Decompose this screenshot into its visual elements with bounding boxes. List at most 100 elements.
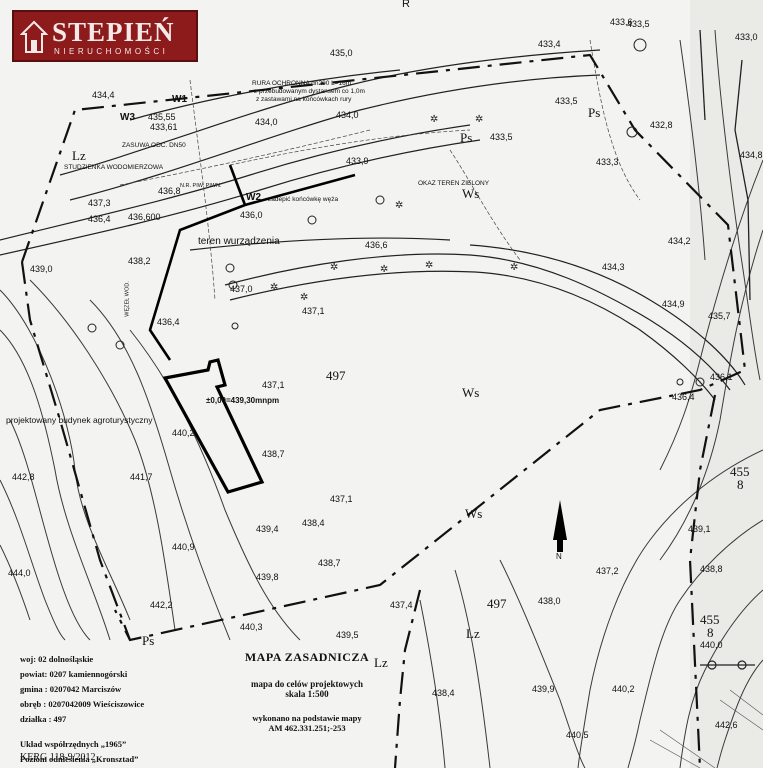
parcel-boundary <box>20 53 747 768</box>
height-label: 438,4 <box>432 688 455 698</box>
annotation: ZASUWA ODC. DN50 <box>122 142 186 149</box>
point-label: W3 <box>120 112 135 123</box>
svg-text:✲: ✲ <box>510 262 518 273</box>
parcel-info: woj: 02 dolnośląskie powiat: 0207 kamien… <box>20 652 144 767</box>
height-label: 435,7 <box>708 311 731 321</box>
height-label: 438,7 <box>262 449 285 459</box>
annotation: z przebudowanym dystansem co 1,0m <box>254 88 365 95</box>
height-label: 437,0 <box>230 284 253 294</box>
info-coordinate-system: Układ współrzędnych „1965” <box>20 739 127 749</box>
height-label: 439,8 <box>256 572 279 582</box>
height-label: 440,5 <box>566 730 589 740</box>
annotation: teren wurządzenia <box>198 236 280 247</box>
height-label: 433,6 <box>610 17 633 27</box>
height-label: 434,0 <box>255 117 278 127</box>
annotation: projektowany budynek agroturystyczny <box>6 415 153 425</box>
map-purpose: mapa do celów projektowych <box>250 679 364 689</box>
height-label: 439,4 <box>256 524 279 534</box>
height-label: 438,4 <box>302 518 325 528</box>
height-label: 437,3 <box>88 198 111 208</box>
height-label: 437,2 <box>596 566 619 576</box>
height-label: 436,6 <box>365 240 388 250</box>
height-label: 442,8 <box>12 472 35 482</box>
contour-lines-east <box>419 29 763 768</box>
annotation: OKAZ TEREN ZIELONY <box>418 180 490 187</box>
height-label: 441,7 <box>130 472 153 482</box>
height-label: 436,1 <box>710 372 733 382</box>
brand-tagline: NIERUCHOMOŚCI <box>54 47 169 56</box>
land-use-label: Ws <box>465 506 483 521</box>
height-label: 436,4 <box>157 317 180 327</box>
height-label: 437,4 <box>390 600 413 610</box>
parcel-number: 455 <box>730 464 750 479</box>
height-label: 433,61 <box>150 122 178 132</box>
land-use-label: Ps <box>142 633 155 648</box>
info-height-datum: Poziom odniesienia „Kronsztad” <box>20 754 139 764</box>
info-plot: działka : 497 <box>20 714 67 724</box>
height-label: 433,5 <box>555 96 578 106</box>
annotation: z zastawami na końcówkach rury <box>256 96 352 103</box>
height-label: 433,5 <box>490 132 513 142</box>
height-label: 442,6 <box>715 720 738 730</box>
height-label: 436,4 <box>672 392 695 402</box>
info-county: powiat: 0207 kamiennogórski <box>20 669 128 679</box>
svg-text:✲: ✲ <box>330 262 338 273</box>
map-basis: wykonano na podstawie mapy <box>252 713 362 723</box>
height-label: 436,4 <box>88 214 111 224</box>
height-label: 440,2 <box>612 684 635 694</box>
height-label: 433,4 <box>538 39 561 49</box>
land-use-label: Lz <box>72 148 86 163</box>
height-label: 438,8 <box>700 564 723 574</box>
top-letter: R <box>402 0 410 10</box>
legend-symbol <box>700 660 755 670</box>
land-use-label: Lz <box>374 655 388 670</box>
height-label: 433,9 <box>346 156 369 166</box>
height-label: 433,5 <box>627 19 650 29</box>
svg-text:✲: ✲ <box>430 114 438 125</box>
map-sheet: AM 462.331.251;-253 <box>268 723 346 733</box>
height-label: 434,0 <box>336 110 359 120</box>
height-label: 438,7 <box>318 558 341 568</box>
height-label: 439,1 <box>688 524 711 534</box>
height-label: 434,2 <box>668 236 691 246</box>
map-scale: skala 1:500 <box>285 689 329 699</box>
water-connection <box>148 164 356 361</box>
building-outline <box>162 358 265 494</box>
height-label: 439,0 <box>30 264 53 274</box>
height-label: 433,3 <box>596 157 619 167</box>
height-label: 439,5 <box>336 630 359 640</box>
height-label: 432,8 <box>650 120 673 130</box>
height-label: 436,8 <box>158 186 181 196</box>
height-label: 434,4 <box>92 90 115 100</box>
brand-name: STEPIEŃ <box>52 17 175 47</box>
height-label: 440,3 <box>240 622 263 632</box>
point-label: W2 <box>246 192 261 203</box>
annotation: N.R. PIW. PIWN. <box>180 183 222 189</box>
annotation: STUDZIENKA WODOMIERZOWA <box>64 164 164 171</box>
height-label: 437,1 <box>302 306 325 316</box>
svg-text:✲: ✲ <box>270 282 278 293</box>
height-label: 434,9 <box>662 299 685 309</box>
north-arrow-icon <box>553 500 567 552</box>
parcel-number: 8 <box>737 477 744 492</box>
height-label: 434,3 <box>602 262 625 272</box>
height-label: 439,9 <box>532 684 555 694</box>
annotation: WĘZEŁ WOD. <box>124 281 131 317</box>
svg-text:✲: ✲ <box>395 200 403 211</box>
info-voivodeship: woj: 02 dolnośląskie <box>20 654 94 664</box>
height-label: 444,0 <box>8 568 31 578</box>
brand-logo: STEPIEŃ NIERUCHOMOŚCI <box>12 10 198 62</box>
info-commune: gmina : 0207042 Marciszów <box>20 684 122 694</box>
height-label: 440,2 <box>172 428 195 438</box>
height-label: 435,55 <box>148 112 176 122</box>
land-use-label: Ps <box>588 105 601 120</box>
land-use-label: Ps <box>460 130 473 145</box>
height-label: 435,0 <box>330 48 353 58</box>
height-label: 438,0 <box>538 596 561 606</box>
height-label: 434,8 <box>740 150 763 160</box>
info-precinct: obręb : 0207042009 Wieściszowice <box>20 699 145 709</box>
house-icon <box>20 20 48 53</box>
contour-lines <box>0 279 301 641</box>
height-label: 438,2 <box>128 256 151 266</box>
